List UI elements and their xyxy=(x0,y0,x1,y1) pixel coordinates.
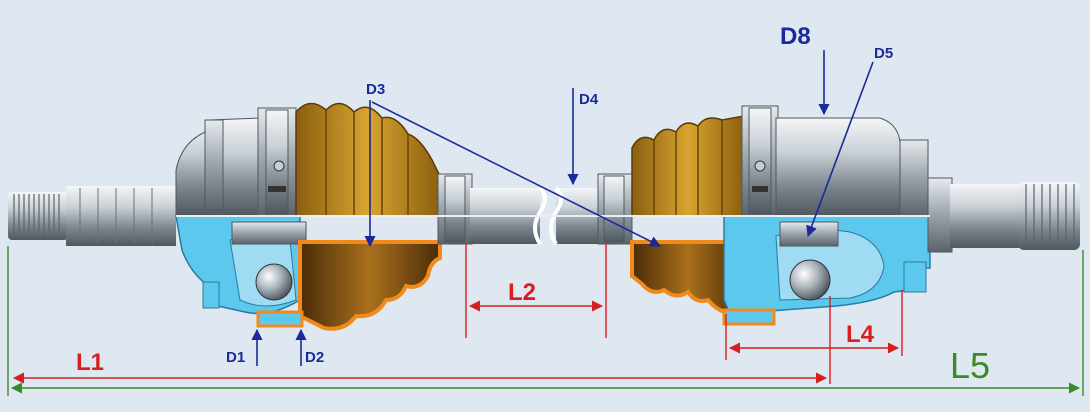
outer-boot-cutaway xyxy=(298,240,442,331)
outer-joint-ball xyxy=(255,263,293,301)
blue-leaders xyxy=(251,50,874,366)
inner-cv-joint-cutaway xyxy=(722,215,931,326)
d5-leader xyxy=(806,61,874,238)
outer-cv-joint-cutaway xyxy=(175,215,307,315)
label-l5: L5 xyxy=(950,345,990,386)
inner-joint-ball xyxy=(789,259,831,301)
outer-cv-joint-housing xyxy=(175,117,261,217)
outer-boot xyxy=(295,102,441,217)
label-d5: D5 xyxy=(874,45,893,62)
label-d3: D3 xyxy=(366,81,385,98)
outer-boot-clamp-large xyxy=(257,107,297,217)
seal-ring xyxy=(256,310,304,328)
label-l4: L4 xyxy=(846,321,875,348)
d3-leader-b xyxy=(371,101,662,247)
label-d4: D4 xyxy=(579,91,599,108)
green-dimension xyxy=(7,246,1084,396)
label-d8: D8 xyxy=(780,23,811,50)
inner-boot xyxy=(631,115,745,217)
left-splined-stub xyxy=(8,186,176,246)
inner-boot-cutaway xyxy=(630,240,746,317)
right-splined-stub xyxy=(927,177,1080,253)
label-d1: D1 xyxy=(226,349,245,366)
label-d2: D2 xyxy=(305,349,324,366)
label-l2: L2 xyxy=(508,279,536,306)
inner-boot-clamp-large xyxy=(741,105,779,217)
red-dimensions xyxy=(12,244,903,384)
label-l1: L1 xyxy=(76,349,104,376)
